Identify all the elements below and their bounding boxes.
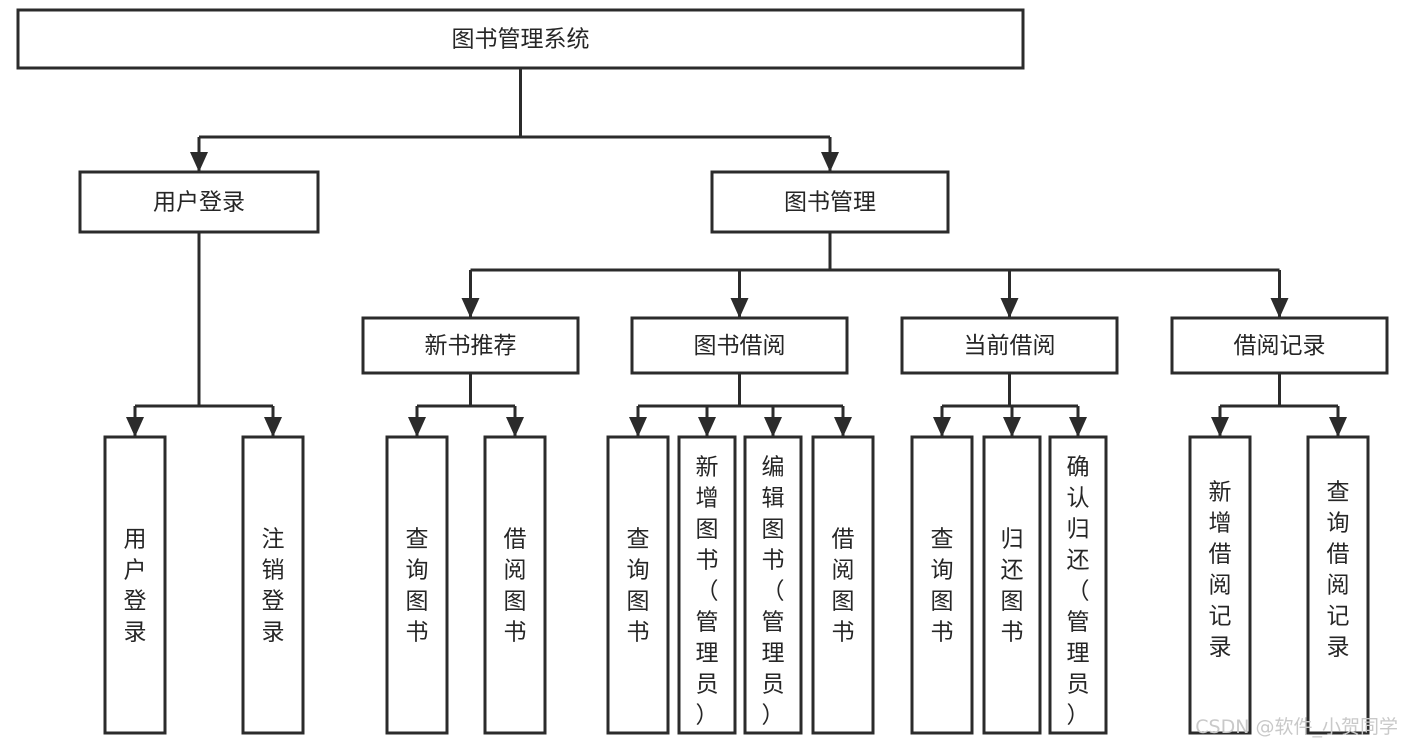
- node-label-leaf-borrow-book: 借阅图书: [832, 527, 855, 646]
- node-label-leaf-query-book-current: 查询图书: [931, 527, 954, 646]
- arrow-head-book-mgmt-1: [730, 298, 749, 318]
- csdn-watermark: CSDN @软件_小贺同学: [1195, 716, 1398, 738]
- node-label-leaf-user-login: 用户登录: [124, 527, 147, 646]
- node-leaf-borrow-book[interactable]: 借阅图书: [811, 435, 875, 735]
- arrow-head-root-1: [821, 152, 839, 172]
- node-label-leaf-logout: 注销登录: [262, 527, 285, 646]
- node-label-new-book-recommend: 新书推荐: [425, 333, 517, 359]
- node-box-book-borrow: [630, 316, 849, 375]
- node-leaf-query-book-recommend[interactable]: 查询图书: [385, 435, 449, 735]
- node-label-book-borrow: 图书借阅: [694, 333, 786, 359]
- node-label-leaf-query-book-recommend: 查询图书: [406, 527, 429, 646]
- node-label-borrow-record: 借阅记录: [1234, 333, 1326, 359]
- node-label-leaf-return-book: 归还图书: [1001, 527, 1024, 646]
- arrow-head-current-borrow-1: [1003, 417, 1021, 437]
- node-box-leaf-borrow-book-recommend: [483, 435, 547, 735]
- node-leaf-return-book[interactable]: 归还图书: [982, 435, 1042, 735]
- node-current-borrow[interactable]: 当前借阅: [900, 316, 1119, 375]
- node-leaf-query-book-borrow[interactable]: 查询图书: [606, 435, 670, 735]
- node-box-new-book-recommend: [361, 316, 580, 375]
- node-box-user-login: [78, 170, 320, 234]
- node-borrow-record[interactable]: 借阅记录: [1170, 316, 1389, 375]
- arrow-head-current-borrow-2: [1069, 417, 1087, 437]
- node-label-book-management: 图书管理: [784, 190, 876, 216]
- node-new-book-recommend[interactable]: 新书推荐: [361, 316, 580, 375]
- arrow-head-borrow-record-1: [1329, 417, 1347, 437]
- node-leaf-edit-book-admin[interactable]: 编辑图书（管理员）: [743, 435, 803, 735]
- node-layer: 图书管理系统用户登录图书管理新书推荐图书借阅当前借阅借阅记录用户登录注销登录查询…: [16, 8, 1389, 735]
- arrow-head-book-mgmt-0: [461, 298, 480, 318]
- node-box-leaf-query-book-borrow: [606, 435, 670, 735]
- node-leaf-borrow-book-recommend[interactable]: 借阅图书: [483, 435, 547, 735]
- arrow-head-new-book-recommend-1: [506, 417, 524, 437]
- node-leaf-logout[interactable]: 注销登录: [241, 435, 305, 735]
- arrow-head-book-borrow-1: [698, 417, 716, 437]
- node-box-leaf-confirm-return-admin: [1048, 435, 1108, 735]
- arrow-head-book-borrow-3: [834, 417, 852, 437]
- arrow-head-user-login-0: [126, 417, 144, 437]
- node-box-leaf-add-borrow-record: [1188, 435, 1252, 735]
- arrow-head-book-borrow-2: [764, 417, 782, 437]
- node-box-leaf-edit-book-admin: [743, 435, 803, 735]
- node-label-user-login: 用户登录: [153, 190, 245, 216]
- arrow-head-user-login-1: [264, 417, 282, 437]
- arrow-head-book-mgmt-3: [1270, 298, 1289, 318]
- arrow-head-borrow-record-0: [1211, 417, 1229, 437]
- node-box-leaf-user-login: [103, 435, 167, 735]
- node-leaf-user-login[interactable]: 用户登录: [103, 435, 167, 735]
- node-leaf-add-borrow-record[interactable]: 新增借阅记录: [1188, 435, 1252, 735]
- node-box-current-borrow: [900, 316, 1119, 375]
- node-book-management[interactable]: 图书管理: [710, 170, 950, 234]
- node-box-leaf-query-borrow-record: [1306, 435, 1370, 735]
- node-box-leaf-query-book-current: [910, 435, 974, 735]
- node-user-login[interactable]: 用户登录: [78, 170, 320, 234]
- node-book-borrow[interactable]: 图书借阅: [630, 316, 849, 375]
- node-leaf-query-book-current[interactable]: 查询图书: [910, 435, 974, 735]
- node-root[interactable]: 图书管理系统: [16, 8, 1025, 70]
- arrow-head-root-0: [190, 152, 208, 172]
- node-box-leaf-add-book-admin: [677, 435, 737, 735]
- node-label-leaf-edit-book-admin: 编辑图书（管理员）: [762, 455, 785, 729]
- node-label-current-borrow: 当前借阅: [964, 333, 1056, 359]
- node-label-leaf-add-borrow-record: 新增借阅记录: [1209, 480, 1232, 661]
- node-leaf-query-borrow-record[interactable]: 查询借阅记录: [1306, 435, 1370, 735]
- node-box-book-management: [710, 170, 950, 234]
- arrow-head-book-mgmt-2: [1000, 298, 1019, 318]
- node-box-leaf-return-book: [982, 435, 1042, 735]
- node-label-root: 图书管理系统: [452, 27, 590, 53]
- arrow-head-current-borrow-0: [933, 417, 951, 437]
- node-label-leaf-confirm-return-admin: 确认归还（管理员）: [1067, 455, 1090, 729]
- node-box-leaf-borrow-book: [811, 435, 875, 735]
- node-label-leaf-query-book-borrow: 查询图书: [627, 527, 650, 646]
- node-label-leaf-borrow-book-recommend: 借阅图书: [504, 527, 527, 646]
- node-leaf-confirm-return-admin[interactable]: 确认归还（管理员）: [1048, 435, 1108, 735]
- connector-layer: [126, 68, 1347, 437]
- node-label-leaf-add-book-admin: 新增图书（管理员）: [696, 455, 719, 729]
- node-box-borrow-record: [1170, 316, 1389, 375]
- node-box-leaf-logout: [241, 435, 305, 735]
- arrow-head-book-borrow-0: [629, 417, 647, 437]
- node-label-leaf-query-borrow-record: 查询借阅记录: [1327, 480, 1350, 661]
- node-box-leaf-query-book-recommend: [385, 435, 449, 735]
- node-box-root: [16, 8, 1025, 70]
- arrow-head-new-book-recommend-0: [408, 417, 426, 437]
- node-leaf-add-book-admin[interactable]: 新增图书（管理员）: [677, 435, 737, 735]
